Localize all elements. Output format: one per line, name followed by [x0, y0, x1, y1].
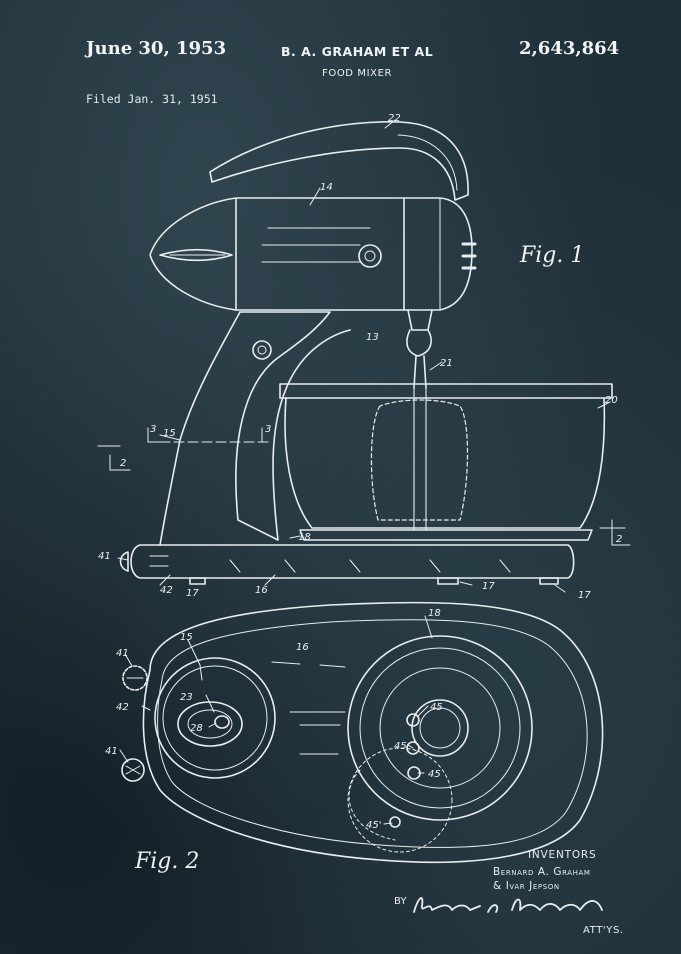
ref-2-right: 2	[616, 534, 622, 545]
fig2-base-plan	[119, 601, 604, 864]
ref-2-left: 2	[120, 458, 126, 469]
ref-15: 15	[163, 428, 176, 439]
ref-13: 13	[366, 332, 379, 343]
patent-number: 2,643,864	[519, 38, 620, 59]
filed-date: Filed Jan. 31, 1951	[86, 92, 218, 106]
ref-20: 20	[605, 395, 618, 406]
fig2-ref-45-a: 45	[430, 702, 443, 713]
fig1-label: Fig. 1	[519, 243, 584, 268]
inventor-1: Bernard A. Graham	[493, 866, 591, 878]
ref-21: 21	[440, 358, 453, 369]
inventor-2: & Ivar Jepson	[493, 880, 560, 892]
patent-date: June 30, 1953	[86, 38, 227, 59]
fig2-ref-41-top: 41	[116, 648, 129, 659]
ref-22: 22	[388, 113, 401, 124]
ref-14: 14	[320, 182, 333, 193]
fig2-ref-42: 42	[116, 702, 129, 713]
fig2-ref-45-b: 45	[394, 741, 407, 752]
ref-3-left: 3	[150, 424, 156, 435]
ref-18: 18	[298, 532, 311, 543]
fig2-ref-41-bottom: 41	[105, 746, 118, 757]
fig2-ref-16: 16	[296, 642, 309, 653]
ref-17-middle: 17	[482, 581, 495, 592]
fig2-ref-28: 28	[190, 723, 203, 734]
fig2-ref-15: 15	[180, 632, 193, 643]
fig1-mixer-elevation	[97, 119, 631, 593]
attorney-signature	[413, 897, 603, 913]
ref-3-right: 3	[265, 424, 271, 435]
ref-17-left: 17	[186, 588, 199, 599]
fig2-ref-23: 23	[180, 692, 193, 703]
attorneys-label: ATT'YS.	[583, 925, 624, 936]
inventors-heading: B. A. GRAHAM ET AL	[281, 44, 434, 59]
fig2-ref-45-c: 45	[428, 769, 441, 780]
inventors-label: INVENTORS	[528, 849, 597, 861]
ref-16: 16	[255, 585, 268, 596]
ref-42: 42	[160, 585, 173, 596]
patent-title: FOOD MIXER	[322, 68, 393, 79]
fig2-ref-18: 18	[428, 608, 441, 619]
ref-41: 41	[98, 551, 111, 562]
ref-17-right: 17	[578, 590, 591, 601]
fig2-label: Fig. 2	[134, 849, 199, 874]
fig2-ref-45-prime: 45'	[366, 820, 381, 831]
by-label: BY	[394, 896, 407, 907]
